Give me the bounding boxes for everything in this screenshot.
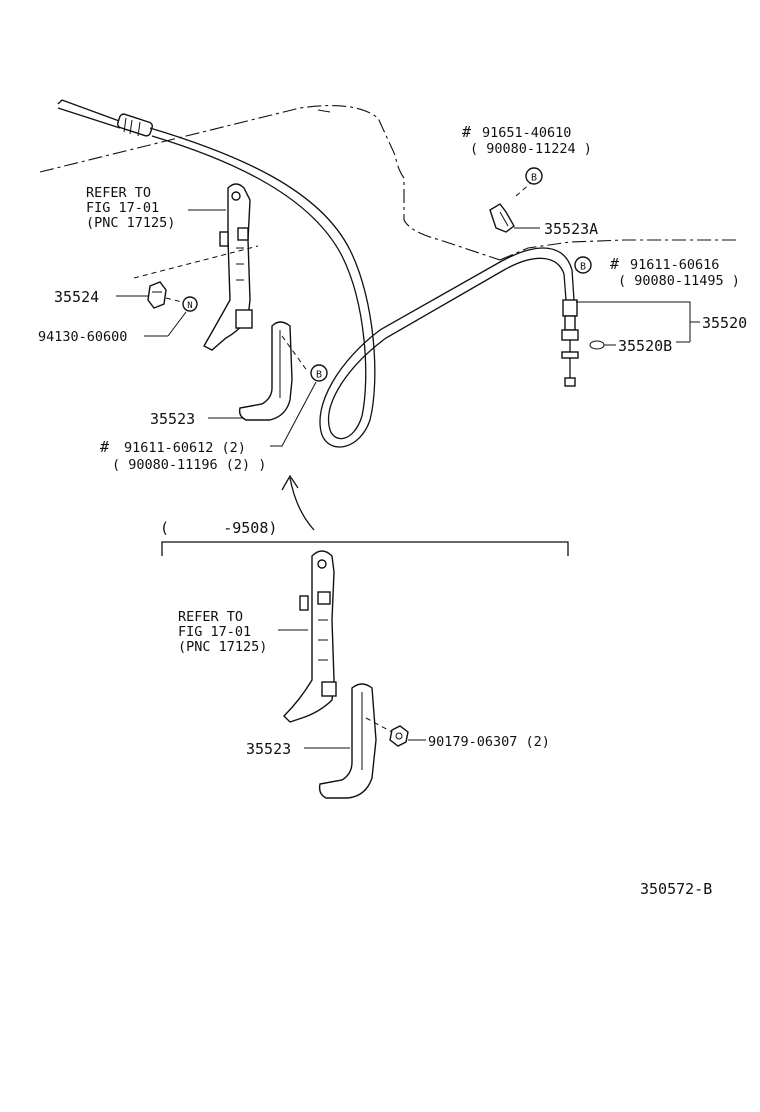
- label-date-range: ( -9508): [160, 519, 277, 537]
- lower-refer-line1: REFER TO: [178, 609, 243, 625]
- label-35520: 35520: [702, 314, 747, 332]
- label-35520B: 35520B: [618, 337, 672, 355]
- svg-text:B: B: [316, 370, 322, 381]
- upper-bracket: [203, 183, 253, 351]
- hash-symbol-upper: #: [100, 438, 109, 456]
- svg-text:B: B: [580, 262, 586, 273]
- vehicle-body-outline: [39, 104, 738, 261]
- date-range-bracket: [161, 541, 569, 556]
- circle-n-letter: N: [187, 301, 192, 311]
- circle-n-symbol: [182, 296, 198, 312]
- label-35523A: 35523A: [544, 220, 598, 238]
- upper-support-35523: [238, 321, 309, 421]
- label-90080-11196: ( 90080-11196 (2) ): [112, 457, 266, 473]
- lower-refer-line3: (PNC 17125): [178, 639, 267, 655]
- clip-35524: N: [133, 245, 259, 312]
- hash-symbol-right: #: [610, 255, 619, 273]
- arrow-indicator: [281, 474, 315, 531]
- svg-text:B: B: [531, 173, 537, 184]
- label-94130-60600: 94130-60600: [38, 329, 127, 345]
- nut-90179: [389, 725, 409, 747]
- upper-refer-line1: REFER TO: [86, 185, 151, 201]
- label-91611-60616: 91611-60616: [630, 257, 719, 273]
- clip-35523A: [489, 181, 533, 233]
- label-35523-lower: 35523: [246, 740, 291, 758]
- lower-support-35523: [318, 683, 393, 799]
- hood-release-cable: [57, 99, 579, 448]
- label-91611-60612: 91611-60612 (2): [124, 440, 246, 456]
- lower-refer-line2: FIG 17-01: [178, 624, 251, 640]
- label-91651-40610: 91651-40610: [482, 125, 571, 141]
- upper-refer-line3: (PNC 17125): [86, 215, 175, 231]
- label-90179-06307: 90179-06307 (2): [428, 734, 550, 750]
- hash-symbol-clip: #: [462, 123, 471, 141]
- circle-b-symbols: B B B: [310, 167, 592, 382]
- label-90080-11495: ( 90080-11495 ): [618, 273, 740, 289]
- label-35524: 35524: [54, 288, 99, 306]
- lower-bracket: [283, 550, 337, 723]
- upper-refer-note: REFER TO FIG 17-01 (PNC 17125): [86, 185, 175, 231]
- upper-refer-line2: FIG 17-01: [86, 200, 159, 216]
- leader-lines: [116, 209, 700, 749]
- label-35523-upper: 35523: [150, 410, 195, 428]
- label-90080-11224: ( 90080-11224 ): [470, 141, 592, 157]
- figure-code: 350572-B: [640, 880, 712, 898]
- lower-refer-note: REFER TO FIG 17-01 (PNC 17125): [178, 609, 267, 655]
